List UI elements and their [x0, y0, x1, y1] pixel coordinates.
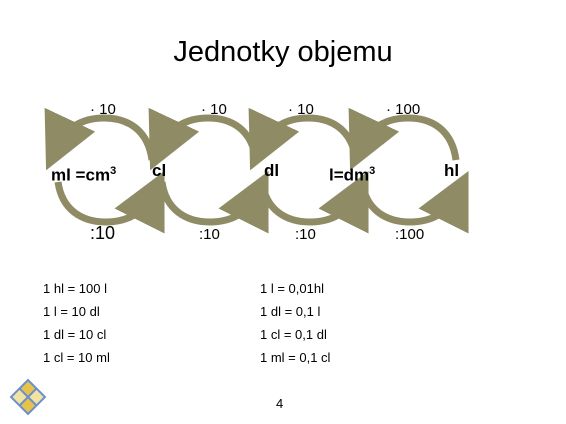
- equation-left-1: 1 hl = 100 l: [43, 281, 107, 296]
- divisor-3: :10: [295, 226, 316, 243]
- arrow-top-4: [348, 107, 460, 171]
- unit-hl: hl: [444, 161, 460, 180]
- arrow-top-3: [248, 107, 360, 171]
- divisor-4: :100: [395, 226, 425, 243]
- multiplier-4: · 100: [386, 101, 421, 118]
- arrow-bottom-3: [258, 170, 369, 234]
- arrow-bottom-1: [54, 170, 165, 234]
- equation-right-3: 1 cl = 0,1 dl: [260, 327, 327, 342]
- multiplier-2: · 10: [201, 101, 227, 118]
- divisor-1: :10: [90, 223, 116, 243]
- arrow-top-1: [44, 107, 156, 171]
- equation-left-2: 1 l = 10 dl: [43, 304, 100, 319]
- unit-l: l=dm3: [329, 165, 376, 185]
- multiplier-3: · 10: [288, 101, 314, 118]
- arrow-top-2: [148, 107, 260, 171]
- logo-icon: [9, 378, 47, 416]
- multiplier-1: · 10: [90, 101, 116, 118]
- unit-ml: ml =cm3: [51, 165, 117, 185]
- unit-cl: cl: [152, 161, 167, 180]
- equation-left-3: 1 dl = 10 cl: [43, 327, 107, 342]
- unit-dl: dl: [264, 161, 280, 180]
- arrow-bottom-2: [158, 170, 269, 234]
- equation-right-1: 1 l = 0,01hl: [260, 281, 324, 296]
- arrow-bottom-4: [358, 170, 469, 234]
- slide-title: Jednotky objemu: [173, 36, 393, 68]
- divisor-2: :10: [199, 226, 220, 243]
- page-number: 4: [276, 396, 284, 411]
- equation-left-4: 1 cl = 10 ml: [43, 350, 110, 365]
- equation-right-4: 1 ml = 0,1 cl: [260, 350, 331, 365]
- equation-right-2: 1 dl = 0,1 l: [260, 304, 321, 319]
